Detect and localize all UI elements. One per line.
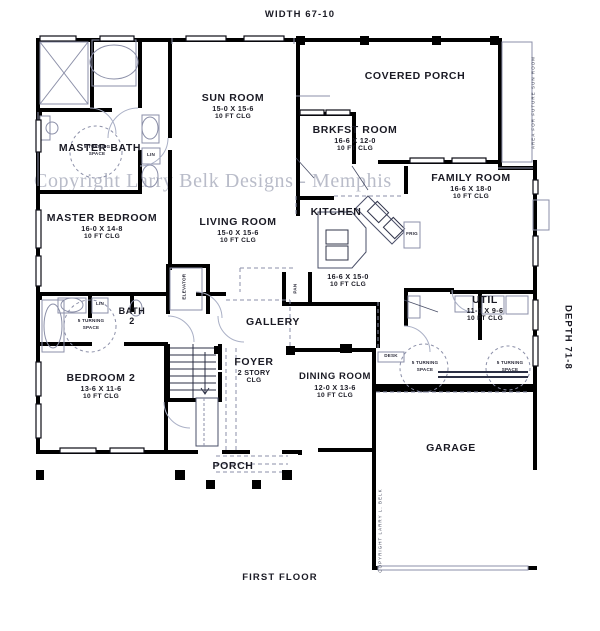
annotation-frig: FRIG: [406, 231, 418, 236]
first-floor-label: FIRST FLOOR: [242, 572, 318, 583]
wall-exterior-top-left: [36, 38, 298, 42]
wall-porch-top: [168, 450, 198, 454]
wall-covered-porch-step: [352, 112, 356, 164]
room-label-kitchen: KITCHEN: [310, 206, 362, 218]
wall-gallery-bottom: [36, 342, 92, 346]
annotation-turning-space-garage: 5 TURNING SPACE: [496, 360, 524, 373]
wall-gallery-bottom-2: [124, 342, 168, 346]
wall-family-top: [498, 166, 537, 170]
wall-garage-bottom: [372, 566, 537, 570]
wall-covered-porch-bottom2: [378, 160, 502, 164]
wall-masterbath-v1: [90, 38, 94, 110]
annotation-desk: DESK: [384, 353, 398, 358]
room-label-util: UTIL 11-0 X 9-6 10 FT CLG: [466, 294, 504, 323]
room-label-dining-room: DINING ROOM 12-0 X 13-6 10 FT CLG: [298, 371, 372, 400]
wall-foyer-right: [218, 344, 222, 370]
wall-masterbath-v3: [138, 150, 142, 192]
wall-pantry-left: [282, 272, 286, 306]
wall-brkfst-bottom: [296, 196, 334, 200]
wall-exterior-right-top: [498, 38, 502, 168]
annotation-lin-master: LIN: [147, 152, 155, 157]
room-label-living-room: LIVING ROOM 15-0 X 15-6 10 FT CLG: [199, 216, 277, 245]
wall-exterior-right-family: [533, 160, 537, 290]
wall-brkfst-right: [404, 166, 408, 194]
wall-exterior-left: [36, 38, 40, 94]
wall-stair-left: [166, 344, 170, 402]
wall-covered-porch-bottom: [296, 112, 356, 116]
annotation-turning-space-bath2: 5 TURNING SPACE: [77, 318, 105, 331]
wall-dining-bottom-right: [298, 450, 302, 455]
annotation-pantry: PAN: [292, 283, 298, 294]
wall-porch-top-2: [222, 450, 250, 454]
wall-dining-top: [290, 348, 376, 352]
wall-exterior-left-3: [36, 194, 40, 294]
wall-exterior-right-garage: [533, 290, 537, 470]
wall-masterbath-mid: [36, 108, 112, 112]
annotation-lin-bath2: LIN: [96, 301, 104, 306]
annotation-elevator: ELEVATOR: [181, 273, 187, 300]
annotation-turning-space-master: 5 TURNING SPACE: [83, 144, 111, 157]
wall-kitchen-bottom-v: [376, 302, 380, 348]
wall-sunroom-left: [168, 38, 172, 138]
wall-family-bottom: [404, 288, 454, 292]
wall-livingroom-right: [296, 38, 300, 96]
wall-stair-bottom: [166, 398, 196, 402]
vertical-copyright-credit: COPYRIGHT LARRY L. BELK: [377, 488, 383, 573]
wall-foyerporch: [318, 448, 374, 452]
room-label-master-bath: MASTER BATH: [58, 142, 142, 154]
wall-elevator-left: [166, 264, 170, 314]
wall-bedroom2-bottom: [36, 450, 168, 454]
wall-bath2-top: [36, 296, 42, 300]
wall-masterbath-bot: [36, 190, 142, 194]
wall-dining-right: [372, 348, 376, 388]
wall-pantry-bottom: [282, 302, 312, 306]
wall-sunroom-left-2: [168, 150, 172, 270]
wall-util-bottom: [372, 384, 534, 388]
wall-util-left: [404, 290, 408, 326]
room-label-bath-2: BATH 2: [118, 306, 146, 327]
wall-porch-top-3: [282, 450, 300, 454]
wall-pantry-right: [308, 272, 312, 306]
wall-exterior-top-right: [296, 38, 502, 42]
wall-gallery-top-2: [196, 292, 226, 296]
annotation-turning-space-util: 5 TURNING SPACE: [411, 360, 439, 373]
wall-garage-left: [372, 388, 376, 568]
room-label-porch: PORCH: [212, 460, 254, 472]
room-label-garage: GARAGE: [426, 442, 476, 454]
room-label-brkfst-room: BRKFST ROOM 16-6 X 12-0 10 FT CLG: [312, 124, 398, 153]
room-label-family-room: FAMILY ROOM 16-6 X 18-0 10 FT CLG: [431, 172, 511, 201]
wall-garage-top: [372, 388, 537, 392]
wall-masterbath-v2: [138, 38, 142, 108]
wall-elevator-top: [166, 264, 210, 268]
wall-gallery-top: [36, 292, 170, 296]
annotation-future-area: AREA FOR FUTURE SUN ROOM: [530, 56, 536, 149]
width-dimension-label: WIDTH 67-10: [264, 9, 336, 20]
room-label-sun-room: SUN ROOM 15-0 X 15-6 10 FT CLG: [201, 92, 265, 121]
wall-masterbath-bot2: [36, 112, 42, 116]
room-label-foyer: FOYER 2 STORY CLG: [234, 356, 274, 385]
room-label-covered-porch: COVERED PORCH: [364, 70, 466, 82]
wall-exterior-left-4: [36, 294, 40, 344]
wall-stair-right: [218, 372, 222, 402]
room-label-master-bedroom: MASTER BEDROOM 16-0 X 14-8 10 FT CLG: [46, 212, 158, 241]
wall-util-top: [450, 290, 534, 294]
room-label-bedroom-2: BEDROOM 2 13-6 X 11-6 10 FT CLG: [66, 372, 136, 401]
wall-elevator-right: [206, 264, 210, 314]
wall-livingroom-right-2: [296, 96, 300, 216]
wall-exterior-left-5: [36, 344, 40, 454]
room-dims-kitchen: 16-6 X 15-0 10 FT CLG: [327, 272, 369, 289]
wall-util-sep: [478, 290, 482, 340]
room-label-gallery: GALLERY: [246, 316, 300, 328]
wall-kitchen-bottom: [308, 302, 380, 306]
depth-dimension-label: DEPTH 71-8: [562, 305, 574, 370]
wall-bath2-v1: [88, 296, 92, 318]
